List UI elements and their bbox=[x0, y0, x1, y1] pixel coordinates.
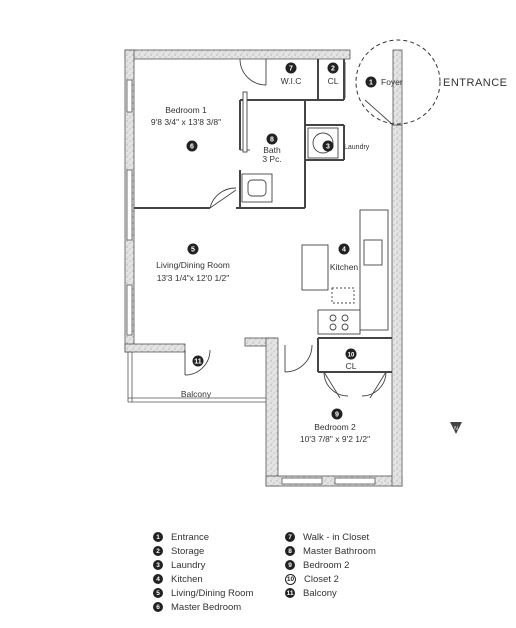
room-dims: 9'8 3/4" x 13'8 3/8" bbox=[151, 117, 221, 127]
legend-item: 9 Bedroom 2 bbox=[285, 558, 376, 572]
legend-number: 11 bbox=[285, 588, 295, 598]
legend-number: 1 bbox=[153, 532, 163, 542]
room-bath: 8 Bath 3 Pc. bbox=[262, 133, 282, 164]
legend-label: Master Bedroom bbox=[171, 601, 242, 613]
legend-label: Walk - in Closet bbox=[303, 531, 370, 543]
legend-item: 5 Living/Dining Room bbox=[153, 586, 253, 600]
legend-item: 3 Laundry bbox=[153, 558, 253, 572]
legend-number: 8 bbox=[285, 546, 295, 556]
room-name: Laundry bbox=[344, 144, 370, 151]
legend-label: Living/Dining Room bbox=[171, 587, 254, 599]
legend-label: Bedroom 2 bbox=[303, 559, 350, 571]
room-number: 11 bbox=[194, 359, 202, 366]
legend-column-right: 7 Walk - in Closet 8 Master Bathroom 9 Bedroo… bbox=[285, 530, 376, 600]
legend-number: 6 bbox=[153, 602, 163, 612]
legend-item: 7 Walk - in Closet bbox=[285, 530, 376, 544]
room-number: 8 bbox=[270, 137, 274, 144]
north-label: N bbox=[454, 426, 458, 432]
kitchen-fixtures bbox=[301, 209, 389, 335]
room-balcony: 11 Balcony bbox=[181, 355, 212, 399]
legend-label: Closet 2 bbox=[304, 573, 339, 585]
room-number: 7 bbox=[289, 66, 293, 73]
legend-item: 10 Closet 2 bbox=[285, 572, 376, 586]
room-name: Foyer bbox=[381, 77, 403, 87]
north-arrow-icon: N bbox=[450, 422, 462, 434]
bathroom-fixtures bbox=[241, 91, 339, 203]
room-name: Living/Dining Room bbox=[156, 260, 230, 270]
room-number: 10 bbox=[348, 353, 355, 359]
room-living-dining: 5 Living/Dining Room 13'3 1/4"x 12'0 1/2… bbox=[156, 243, 230, 283]
legend-column-left: 1 Entrance 2 Storage 3 Laundry 4 Kitchen 5 Living… bbox=[153, 530, 253, 614]
legend-item: 4 Kitchen bbox=[153, 572, 253, 586]
legend-label: Balcony bbox=[303, 587, 337, 599]
room-number: 3 bbox=[326, 144, 330, 151]
room-number: 2 bbox=[331, 66, 335, 73]
room-name: CL bbox=[328, 76, 339, 86]
legend-label: Storage bbox=[171, 545, 205, 557]
legend-number: 4 bbox=[153, 574, 163, 584]
legend-item: 8 Master Bathroom bbox=[285, 544, 376, 558]
legend-label: Kitchen bbox=[171, 573, 203, 585]
room-foyer: 1 Foyer bbox=[365, 76, 403, 88]
legend-number: 9 bbox=[285, 560, 295, 570]
room-closet2: 10 CL bbox=[345, 348, 357, 371]
room-name: Bedroom 1 bbox=[165, 105, 207, 115]
legend-number: 2 bbox=[153, 546, 163, 556]
room-storage: 2 CL bbox=[327, 62, 339, 86]
legend-item: 6 Master Bedroom bbox=[153, 600, 253, 614]
legend-label: Master Bathroom bbox=[303, 545, 376, 557]
room-name: Bath bbox=[263, 145, 281, 155]
legend-item: 1 Entrance bbox=[153, 530, 253, 544]
doors bbox=[184, 58, 394, 399]
room-kitchen: 4 Kitchen bbox=[330, 243, 359, 272]
windows bbox=[126, 79, 376, 485]
legend-number: 10 bbox=[285, 573, 296, 585]
balcony-railing bbox=[127, 352, 266, 403]
room-laundry: 3 Laundry bbox=[322, 140, 370, 152]
entrance-label: ENTRANCE bbox=[443, 77, 508, 89]
room-name: W.I.C bbox=[281, 76, 302, 86]
legend-item: 11 Balcony bbox=[285, 586, 376, 600]
legend: 1 Entrance 2 Storage 3 Laundry 4 Kitchen 5 Living… bbox=[153, 530, 453, 620]
floor-plan: 1 Foyer ENTRANCE 2 CL 7 W.I.C 3 Laundry … bbox=[124, 39, 508, 487]
room-master-bedroom: Bedroom 1 9'8 3/4" x 13'8 3/8" 6 bbox=[151, 105, 221, 152]
legend-number: 3 bbox=[153, 560, 163, 570]
room-dims: 13'3 1/4"x 12'0 1/2" bbox=[157, 273, 230, 283]
room-number: 6 bbox=[190, 144, 194, 151]
room-name: Balcony bbox=[181, 389, 212, 399]
room-name: Kitchen bbox=[330, 262, 359, 272]
room-number: 1 bbox=[369, 80, 373, 87]
room-dims: 10'3 7/8" x 9'2 1/2" bbox=[300, 434, 370, 444]
legend-item: 2 Storage bbox=[153, 544, 253, 558]
legend-label: Entrance bbox=[171, 531, 210, 543]
legend-number: 5 bbox=[153, 588, 163, 598]
legend-label: Laundry bbox=[171, 559, 206, 571]
room-name: CL bbox=[346, 361, 357, 371]
room-bedroom2: 9 Bedroom 2 10'3 7/8" x 9'2 1/2" bbox=[300, 408, 370, 444]
room-number: 4 bbox=[342, 247, 346, 254]
entrance-swing-arc bbox=[355, 39, 441, 125]
room-wic: 7 W.I.C bbox=[281, 62, 302, 86]
room-number: 9 bbox=[335, 412, 339, 419]
room-number: 5 bbox=[191, 247, 195, 254]
interior-walls bbox=[134, 59, 392, 373]
room-name: Bedroom 2 bbox=[314, 422, 356, 432]
room-sub: 3 Pc. bbox=[262, 154, 281, 164]
legend-number: 7 bbox=[285, 532, 295, 542]
